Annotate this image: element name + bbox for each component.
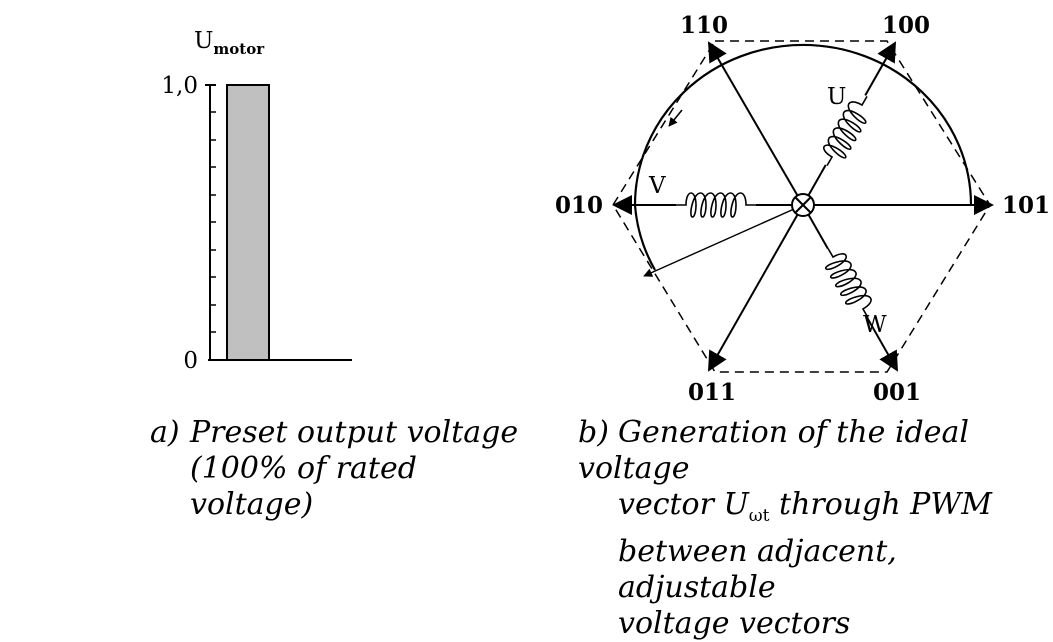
ideal-voltage-vector [643, 204, 804, 277]
label-phase-w: W [863, 312, 887, 338]
coil-v [676, 189, 756, 221]
tick-label-zero: 0 [183, 348, 198, 374]
star-point-symbol [791, 193, 815, 217]
label-011: 011 [688, 379, 736, 406]
caption-b-line2-suffix: through PWM [769, 487, 992, 522]
caption-b-line3: between adjacent, adjustable [618, 534, 897, 605]
voltage-bar [226, 84, 270, 361]
label-101: 101 [1002, 192, 1050, 219]
minor-ticks [210, 111, 216, 333]
caption-a-line1: Preset output voltage [190, 415, 519, 450]
y-axis-label: Umotor [194, 28, 265, 58]
label-001: 001 [873, 379, 921, 406]
panel-a-bar-chart: Umotor 1,0 0 [161, 28, 352, 374]
caption-b-line1: Generation of the ideal voltage [578, 415, 969, 486]
caption-b-line4: voltage vectors [618, 606, 851, 641]
rotation-arc [633, 43, 973, 271]
coil-w [814, 240, 882, 326]
coil-u [813, 88, 881, 174]
vector-011 [708, 204, 804, 372]
caption-b-line2-sub: ωt [748, 506, 770, 526]
caption-a-index: a) [150, 415, 180, 450]
caption-b-index: b) [578, 415, 609, 450]
label-phase-u: U [827, 84, 846, 110]
caption-b-line2-prefix: vector U [618, 487, 749, 522]
caption-a: a) Preset output voltage (100% of rated v… [150, 415, 530, 523]
label-010: 010 [555, 192, 603, 219]
hexagon-outline [612, 40, 991, 373]
arc-direction-arrow [668, 109, 683, 127]
caption-a-line2: (100% of rated voltage) [190, 451, 417, 522]
figure-canvas: Umotor 1,0 0 110 [161, 12, 1050, 406]
panel-b-vector-diagram: 110 100 010 101 011 001 U V W [555, 12, 1050, 406]
label-100: 100 [882, 12, 930, 39]
label-phase-v: V [648, 173, 666, 199]
label-110: 110 [680, 12, 728, 39]
caption-b-line2: vector Uωt through PWM [578, 487, 1048, 534]
caption-b: b)Generation of the ideal voltage vector… [578, 415, 1048, 642]
tick-label-one: 1,0 [161, 73, 198, 99]
vector-110 [707, 41, 804, 206]
